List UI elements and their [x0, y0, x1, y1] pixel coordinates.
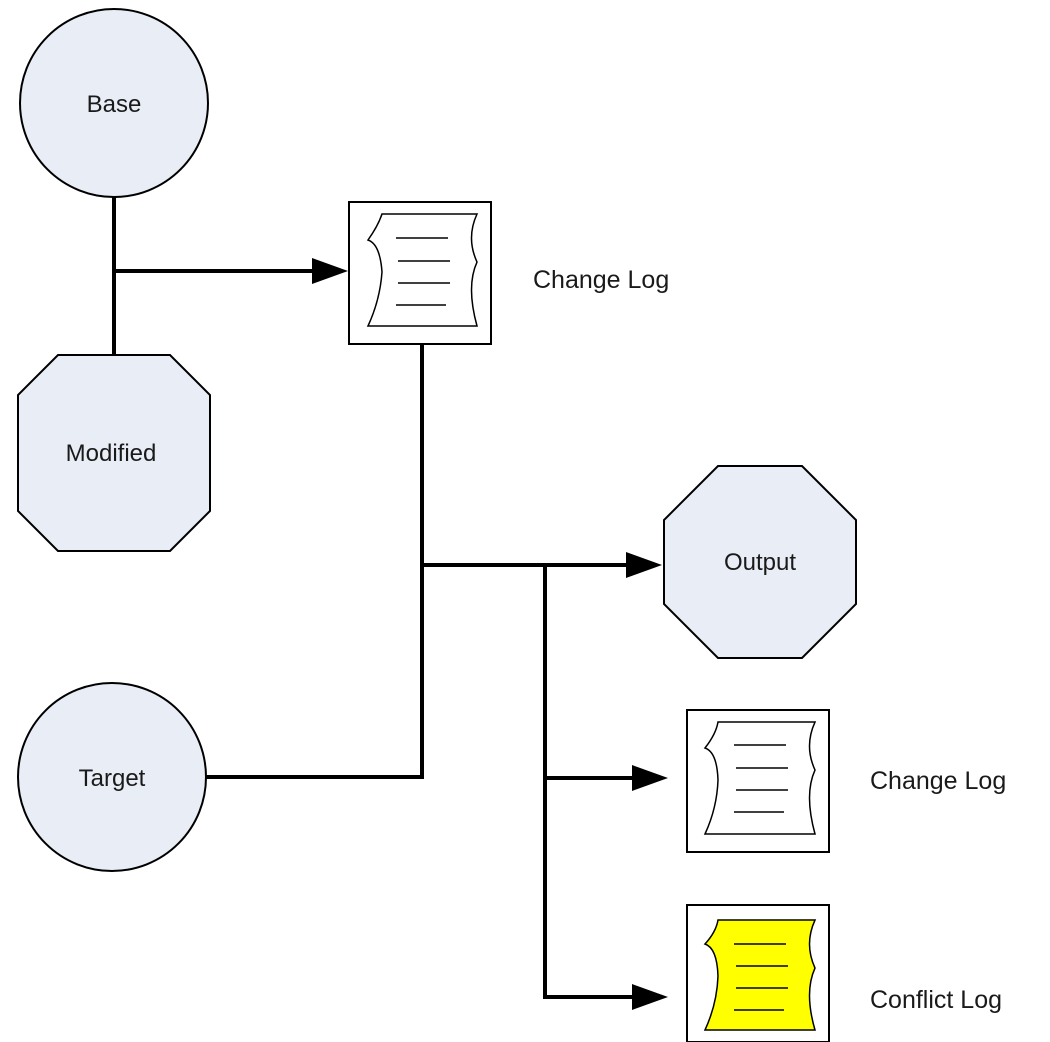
- target-label: Target: [79, 765, 146, 792]
- document-icon: [366, 213, 479, 327]
- change-log-top-document: [348, 201, 492, 345]
- modified-label: Modified: [66, 440, 157, 467]
- base-label: Base: [87, 91, 142, 118]
- output-label: Output: [724, 549, 796, 576]
- change-log-bottom-label: Change Log: [870, 767, 1006, 795]
- modified-node: Modified: [17, 354, 211, 552]
- base-node: Base: [19, 8, 209, 198]
- arrow-to-change-log-bottom: [632, 765, 668, 791]
- connectors: [112, 197, 632, 999]
- arrow-to-output: [626, 552, 662, 578]
- document-icon: [703, 721, 817, 835]
- change-log-top-label: Change Log: [533, 266, 669, 294]
- conflict-log-document: [686, 904, 830, 1042]
- output-node: Output: [663, 465, 857, 659]
- arrowheads: [312, 258, 668, 1010]
- arrow-to-change-log-top: [312, 258, 348, 284]
- conflict-log-label: Conflict Log: [870, 986, 1002, 1014]
- conflict-document-icon: [703, 919, 817, 1031]
- change-log-bottom-document: [686, 709, 830, 853]
- arrow-to-conflict-log: [632, 984, 668, 1010]
- target-node: Target: [17, 682, 207, 872]
